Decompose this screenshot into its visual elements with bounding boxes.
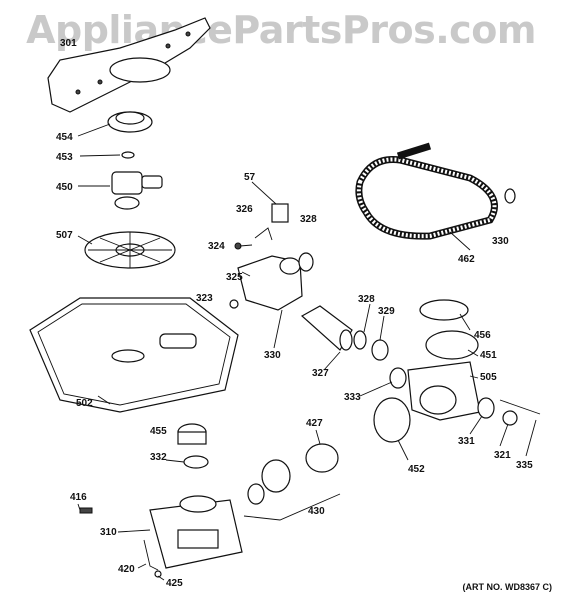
impeller-tube-part[interactable] (300, 305, 353, 351)
pump-housing-part[interactable] (237, 255, 303, 311)
art-number: (ART NO. WD8367 C) (462, 582, 552, 592)
callout-330a: 330 (264, 350, 281, 361)
callout-427: 427 (306, 418, 323, 429)
callout-425: 425 (166, 578, 183, 589)
callout-labels: 301 454 453 450 507 57 326 328 324 325 3… (56, 38, 533, 589)
gasket-ring-part[interactable] (425, 330, 479, 360)
callout-505: 505 (480, 372, 497, 383)
callout-330b: 330 (492, 236, 509, 247)
drain-pin-part[interactable] (499, 399, 541, 415)
callout-331: 331 (458, 436, 475, 447)
callout-301: 301 (60, 38, 77, 49)
nut-part[interactable] (229, 299, 239, 309)
callout-328b: 328 (358, 294, 375, 305)
bolt-part[interactable] (79, 507, 93, 514)
callout-329: 329 (378, 306, 395, 317)
connector-part[interactable] (502, 410, 518, 426)
callout-321: 321 (494, 450, 511, 461)
callout-430: 430 (308, 506, 325, 517)
o-ring-part[interactable] (121, 151, 135, 159)
spray-arm-hub-part[interactable] (107, 111, 153, 133)
pump-motor-part[interactable] (149, 495, 243, 569)
callout-450: 450 (56, 182, 73, 193)
callout-420: 420 (118, 564, 135, 575)
callout-332: 332 (150, 452, 167, 463)
callout-507: 507 (56, 230, 73, 241)
gasket-427-part[interactable] (305, 443, 339, 473)
callout-416: 416 (70, 492, 87, 503)
callout-325: 325 (226, 272, 243, 283)
bearing-part[interactable] (371, 339, 389, 361)
chopper-part[interactable] (177, 423, 207, 445)
callout-324: 324 (208, 241, 225, 252)
leader-lines (77, 123, 537, 581)
sump-part[interactable] (407, 361, 481, 421)
callout-456: 456 (474, 330, 491, 341)
callout-454: 454 (56, 132, 73, 143)
clamp-332-part[interactable] (183, 455, 209, 469)
callout-327: 327 (312, 368, 329, 379)
check-valve-part[interactable] (477, 397, 495, 419)
filter-screen-part[interactable] (84, 231, 176, 269)
callout-455: 455 (150, 426, 167, 437)
hose-clamp-part[interactable] (504, 188, 516, 204)
clip-part[interactable] (254, 227, 273, 241)
callout-453: 453 (56, 152, 73, 163)
callout-57: 57 (244, 172, 256, 183)
gasket-part[interactable] (298, 252, 314, 272)
bracket-part[interactable] (143, 539, 159, 571)
impeller-assembly-part[interactable] (247, 459, 291, 505)
callout-451: 451 (480, 350, 497, 361)
callout-462: 462 (458, 254, 475, 265)
callout-326: 326 (236, 204, 253, 215)
manifold-part[interactable] (111, 171, 163, 210)
clamp-part[interactable] (389, 367, 407, 389)
callout-333: 333 (344, 392, 361, 403)
nut-425-part[interactable] (154, 570, 162, 578)
callout-452: 452 (408, 464, 425, 475)
callout-310: 310 (100, 527, 117, 538)
callout-502: 502 (76, 398, 93, 409)
hose-band-part[interactable] (373, 397, 411, 443)
drain-hose-part[interactable] (355, 142, 498, 240)
watermark-text: AppliancePartsPros.com (26, 8, 536, 52)
thermistor-part[interactable] (271, 203, 289, 223)
seal-ring-part[interactable] (353, 330, 367, 350)
callout-335: 335 (516, 460, 533, 471)
spray-arm-part[interactable] (47, 17, 211, 113)
tub-gasket-part[interactable] (29, 297, 239, 413)
callout-328a: 328 (300, 214, 317, 225)
seal-part[interactable] (419, 299, 469, 321)
callout-323: 323 (196, 293, 213, 304)
